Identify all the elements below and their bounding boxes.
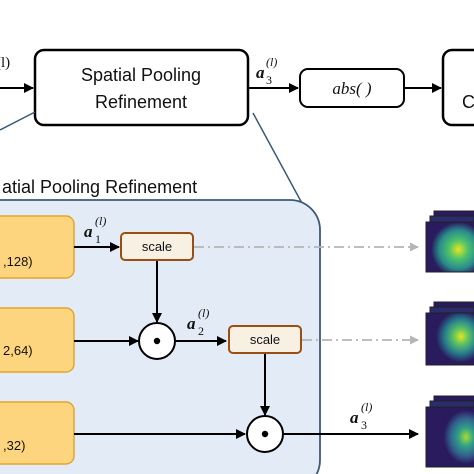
zoom-line-left [0, 111, 36, 131]
a1-subscript: 1 [95, 232, 101, 246]
a2-superscript: (l) [198, 306, 209, 320]
spatial-pooling-refinement-box: Spatial Pooling Refinement [33, 48, 250, 127]
spr-label-line1: Spatial Pooling [81, 65, 201, 85]
branch-box-2: 2,64) [0, 307, 75, 373]
abs-box: abs( ) [299, 68, 405, 108]
branch-box-1: ,128) [0, 215, 75, 279]
top-a3-subscript: 3 [266, 73, 272, 87]
dot-operator-2 [246, 415, 284, 453]
dot-operator-1 [138, 322, 176, 360]
a2-subscript: 2 [198, 324, 204, 338]
a3-symbol: a [350, 408, 359, 427]
a3-subscript: 3 [361, 418, 367, 432]
scale-label-2: scale [250, 332, 280, 347]
spr-label-line2: Refinement [95, 92, 187, 112]
a2-label: a 2 (l) [187, 306, 209, 338]
heatmap-stack-2 [425, 301, 474, 366]
top-a3-label: a 3 (l) [256, 55, 277, 87]
scale-box-2: scale [228, 325, 302, 354]
input-superscript: (l) [0, 55, 10, 71]
top-a3-superscript: (l) [266, 55, 277, 69]
right-box-char: C [462, 92, 474, 112]
top-input-label: (l) [0, 55, 10, 71]
right-box: C [441, 48, 474, 127]
top-a3-symbol: a [256, 63, 265, 82]
a1-superscript: (l) [95, 214, 106, 228]
zoom-line-right [252, 112, 311, 219]
scale-label-1: scale [142, 239, 172, 254]
scale-box-1: scale [120, 232, 194, 261]
a3-superscript: (l) [361, 400, 372, 414]
a1-symbol: a [84, 222, 93, 241]
branch-label-1: ,128) [3, 254, 33, 269]
a3-label: a 3 (l) [350, 400, 372, 432]
heatmap-stack-1 [425, 210, 474, 273]
branch-label-3: ,32) [3, 438, 25, 453]
detail-title: atial Pooling Refinement [2, 177, 197, 197]
abs-label: abs( ) [332, 79, 372, 98]
a1-label: a 1 (l) [84, 214, 106, 246]
heatmap-stack-3 [425, 395, 474, 468]
a2-symbol: a [187, 314, 196, 333]
branch-label-2: 2,64) [3, 343, 33, 358]
branch-box-3: ,32) [0, 401, 75, 465]
